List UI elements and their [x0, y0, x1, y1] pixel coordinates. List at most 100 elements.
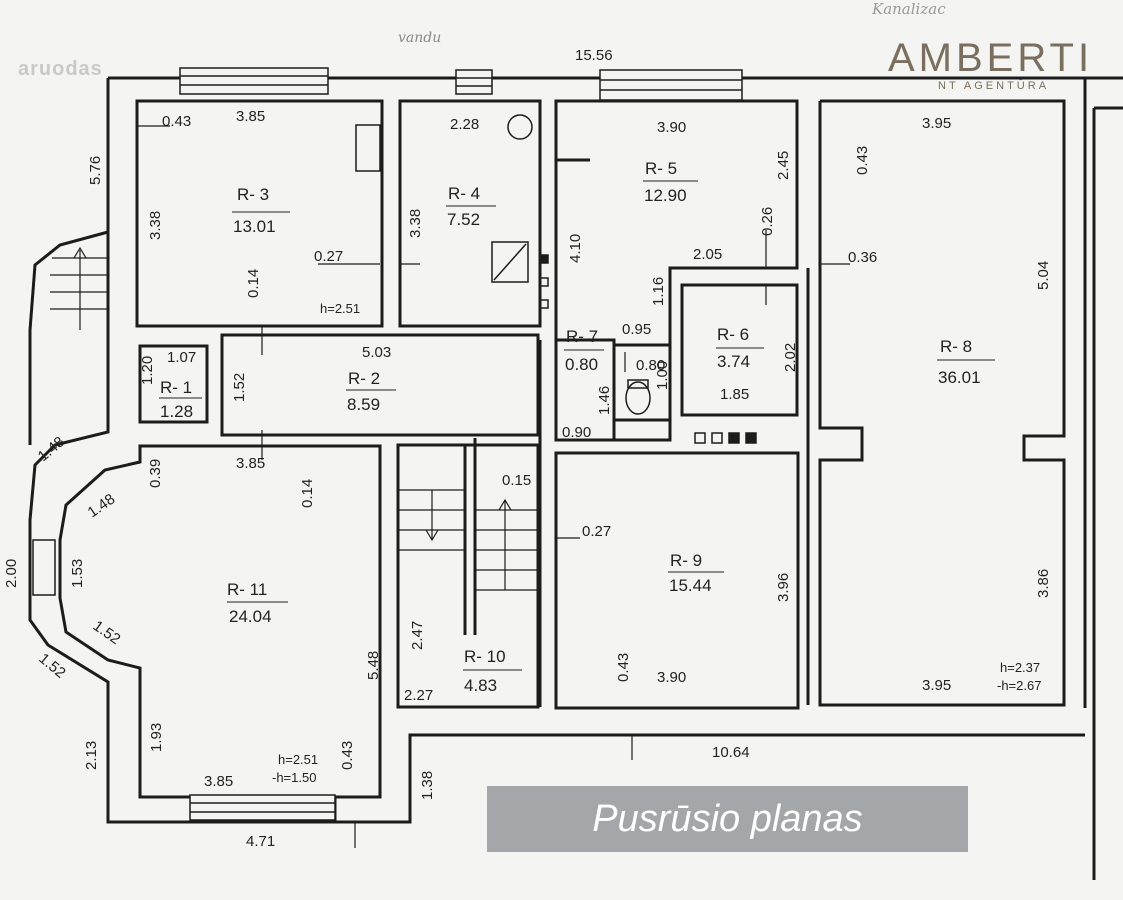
windows: [32, 67, 743, 821]
plan-caption: Pusrūsio planas: [487, 786, 968, 852]
dim-r9-offset: 0.43: [615, 653, 632, 682]
height-r11-a: h=2.51: [278, 752, 318, 767]
room-area-r10: 4.83: [464, 676, 497, 695]
dim-r10-side: 2.47: [409, 621, 426, 650]
dim-r6-gap: 1.16: [650, 277, 667, 306]
dim-r7-w: 0.80: [636, 357, 665, 374]
dim-r11-right: 5.48: [365, 651, 382, 680]
dim-r8-top: 3.95: [922, 115, 951, 132]
gas-meter: [507, 114, 533, 140]
dim-r3-top: 3.85: [236, 108, 265, 125]
window-r4: [455, 69, 493, 95]
dim-r7-side: 1.46: [596, 386, 613, 415]
r3-fixture: [355, 124, 381, 172]
dim-r11-gap: 0.14: [299, 479, 316, 508]
dim-stair-depth: 1.38: [419, 771, 436, 800]
dim-r7-bottom: 0.90: [562, 424, 591, 441]
window-bay-mid: [32, 539, 56, 596]
room-name-r10: R- 10: [464, 647, 506, 666]
dim-r4-top: 2.28: [450, 116, 479, 133]
dim-r1-side: 1.20: [139, 356, 156, 385]
room-name-r11: R- 11: [227, 580, 267, 599]
room-name-r5: R- 5: [645, 159, 677, 178]
room-r4-walls: [398, 99, 542, 328]
dim-bottom-total: 4.71: [246, 833, 275, 850]
wc-walls: [612, 343, 672, 422]
dim-r11-bottom: 3.85: [204, 773, 233, 790]
room-area-r1: 1.28: [160, 402, 193, 421]
dim-r7-top: 0.95: [622, 321, 651, 338]
room-area-r2: 8.59: [347, 395, 380, 414]
dim-r10-bottom: 2.27: [404, 687, 433, 704]
dim-r10-step: 0.15: [502, 472, 531, 489]
room-labels: R- 3 13.01 R- 4 7.52 R- 5 12.90 R- 8 36.…: [159, 159, 995, 695]
dim-r3-offset: 0.43: [162, 113, 191, 130]
boiler: [491, 241, 529, 283]
room-name-r3: R- 3: [237, 185, 269, 204]
dim-r9-side: 3.96: [775, 573, 792, 602]
brand-name: AMBERTI: [888, 36, 1094, 80]
room-area-r11: 24.04: [229, 607, 272, 626]
room-area-r9: 15.44: [669, 576, 712, 595]
dim-r3-wall: 0.27: [314, 248, 343, 265]
dim-left-total: 2.00: [3, 559, 20, 588]
height-r8-a: h=2.37: [1000, 660, 1040, 675]
dim-r2-side: 1.52: [231, 373, 248, 402]
dim-r8-side-lower: 3.86: [1035, 569, 1052, 598]
dim-left-low: 2.13: [83, 741, 100, 770]
dim-r5-step: 0.26: [759, 207, 776, 236]
dim-r6-side: 2.02: [782, 343, 799, 372]
window-r3: [179, 67, 329, 95]
dim-r11-left-low: 1.93: [148, 723, 165, 752]
dimension-markers: [137, 125, 850, 848]
room-r3-walls: [135, 99, 384, 328]
room-r1-walls: [138, 344, 209, 424]
dim-r11-top: 3.85: [236, 455, 265, 472]
dim-r5-top: 3.90: [657, 119, 686, 136]
room-area-r5: 12.90: [644, 186, 687, 205]
room-area-r6: 3.74: [717, 352, 750, 371]
dim-r5-bottom: 2.05: [693, 246, 722, 263]
dim-r3-gap: 0.14: [245, 269, 262, 298]
walls: [28, 76, 1123, 880]
room-name-r8: R- 8: [940, 337, 972, 356]
stairs: [50, 246, 540, 591]
room-area-r4: 7.52: [447, 210, 480, 229]
room-area-r3: 13.01: [233, 217, 276, 236]
dim-r11-bay-mid: 1.53: [69, 559, 86, 588]
room-name-r6: R- 6: [717, 325, 749, 344]
height-r11-b: -h=1.50: [272, 770, 316, 785]
dim-r7-wc: 1.00: [654, 361, 671, 390]
dim-r2-top: 5.03: [362, 344, 391, 361]
dim-r11-corner: 0.39: [147, 459, 164, 488]
dim-r3-side: 3.38: [147, 211, 164, 240]
dim-r8-bottom: 3.95: [922, 677, 951, 694]
dim-r1-top: 1.07: [167, 349, 196, 366]
handwritten-note-top-left: vandu: [398, 30, 442, 46]
height-notes: h=2.51 h=2.51 -h=1.50 h=2.37 -h=2.67: [272, 301, 1041, 785]
dim-bottom-right-total: 10.64: [712, 744, 750, 761]
aruodas-watermark: aruodas: [18, 58, 103, 80]
dim-r9-wall: 0.27: [582, 523, 611, 540]
room-name-r1: R- 1: [160, 378, 192, 397]
dim-r8-wall: 0.36: [848, 249, 877, 266]
handwritten-note-top-right: Kanalizac: [872, 0, 946, 18]
dim-top-total: 15.56: [575, 47, 613, 64]
fixtures: [355, 114, 757, 444]
dim-r6-bottom: 1.85: [720, 386, 749, 403]
dim-r9-bottom: 3.90: [657, 669, 686, 686]
dim-r8-offset: 0.43: [854, 146, 871, 175]
dim-r5-side: 4.10: [567, 234, 584, 263]
room-r11-walls: [58, 444, 382, 824]
room-area-r7: 0.80: [565, 355, 598, 374]
room-name-r4: R- 4: [448, 184, 480, 203]
dim-r11-corner-low: 0.43: [339, 741, 356, 770]
room-r8-walls: [818, 99, 1066, 707]
dim-r8-side-upper: 5.04: [1035, 261, 1052, 290]
room-area-r8: 36.01: [938, 368, 981, 387]
dim-r5-right: 2.45: [775, 151, 792, 180]
room-name-r2: R- 2: [348, 369, 380, 388]
amberti-logo: AMBERTI NT AGENTŪRA: [884, 16, 1108, 100]
